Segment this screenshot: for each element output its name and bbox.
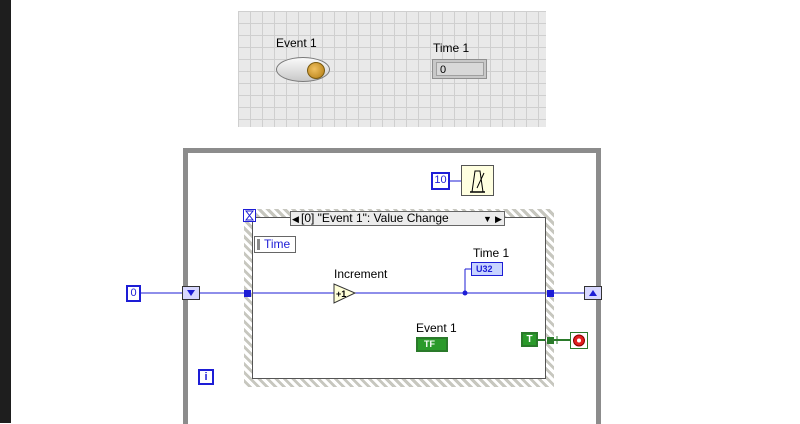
event-timeout-terminal[interactable] [243,209,256,222]
decrement-arrow-icon[interactable]: ◀ [292,214,299,224]
metronome-icon [470,170,485,193]
front-panel [238,11,546,127]
dropdown-arrow-icon[interactable]: ▼ [483,214,492,224]
time1-terminal-type: U32 [476,264,493,274]
triangle-down-icon [187,290,195,296]
event1-terminal-type: TF [424,339,435,349]
initial-constant[interactable]: 0 [126,285,141,302]
hourglass-icon [244,210,255,221]
event-tunnel-right [547,290,554,297]
wait-ms-constant[interactable]: 10 [431,172,450,190]
stop-terminal[interactable] [570,332,588,349]
iteration-label: i [204,371,208,383]
time1-terminal[interactable]: U32 [471,262,503,276]
event-data-node-time[interactable]: Time [254,236,296,253]
true-tunnel [547,337,554,344]
time1-value: 0 [436,62,484,76]
stop-icon [573,334,585,347]
shift-register-right[interactable] [584,286,602,300]
increment-arrow-icon[interactable]: ▶ [495,214,502,224]
event-case-label: [0] "Event 1": Value Change [301,211,449,225]
led-icon [307,62,325,79]
time1-terminal-label: Time 1 [473,246,510,260]
event1-button[interactable] [276,57,330,82]
event-case-selector[interactable]: ◀ [0] "Event 1": Value Change ▼ ▶ [290,211,505,226]
increment-label: Increment [334,267,388,281]
time1-indicator: 0 [432,59,487,79]
shift-register-left[interactable] [182,286,200,300]
time1-indicator-label: Time 1 [433,41,470,55]
event-structure-frame [252,217,546,379]
node-grip [257,239,260,250]
event1-terminal[interactable]: TF [416,337,448,352]
triangle-up-icon [589,290,597,296]
event-tunnel-left [244,290,251,297]
wait-timer-node[interactable] [461,165,494,196]
true-constant-label: T [526,334,533,345]
event1-terminal-label: Event 1 [416,321,457,335]
event1-button-label: Event 1 [276,36,317,50]
iteration-terminal[interactable]: i [198,369,214,385]
event-data-time-label: Time [264,237,291,251]
true-constant[interactable]: T [521,332,538,347]
window-edge [0,0,11,423]
